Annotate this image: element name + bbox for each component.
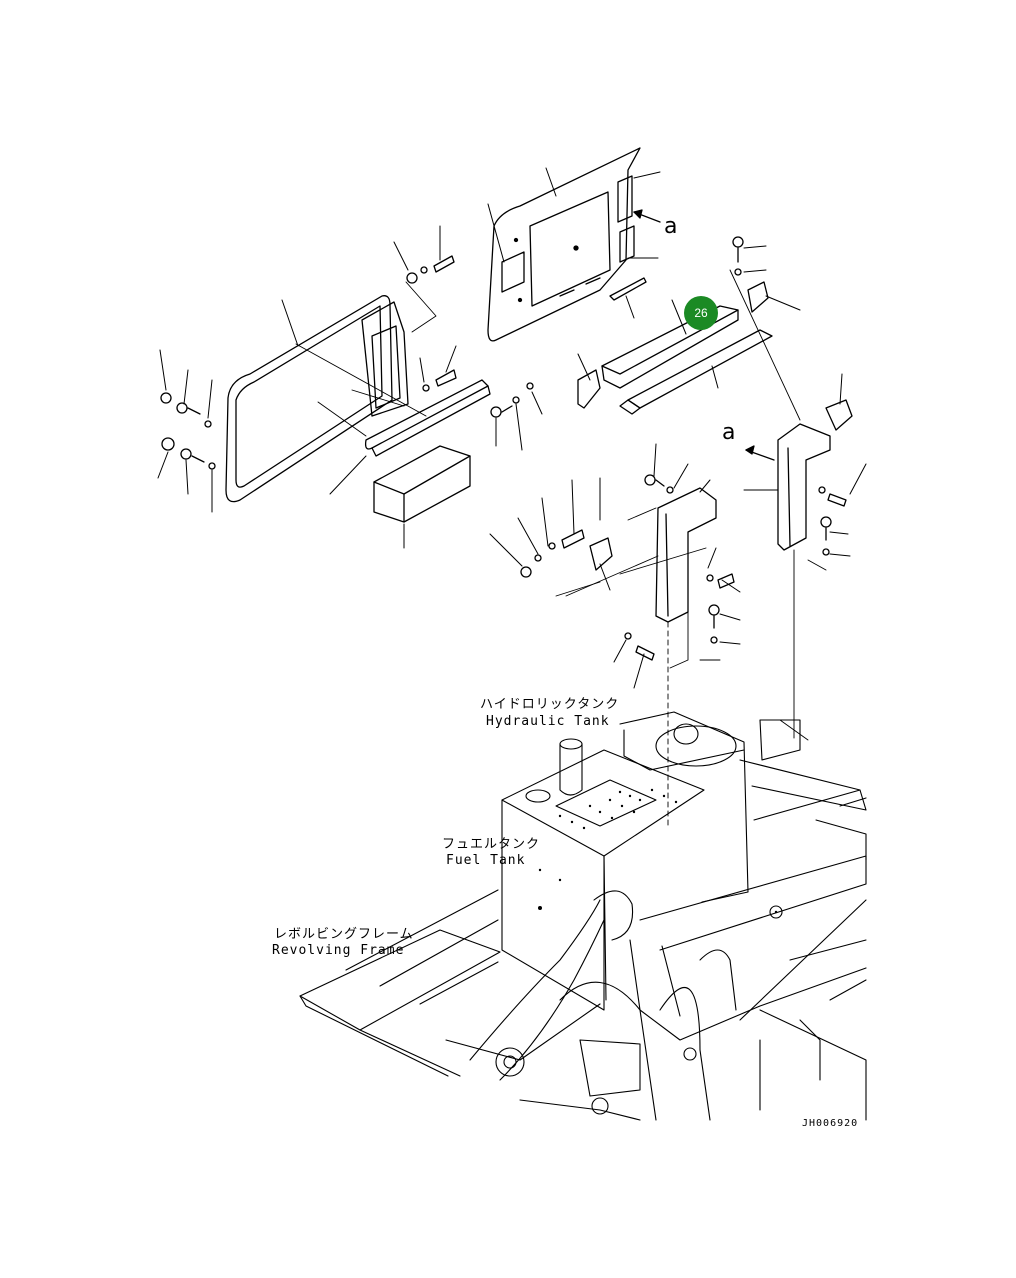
view-marker-a-right: a (722, 420, 736, 445)
assembly-lines (295, 269, 827, 829)
revolving-frame-label-en: Revolving Frame (272, 943, 405, 958)
view-arrows (633, 209, 775, 461)
bracket-left (577, 369, 601, 409)
view-marker-a-top: a (664, 214, 678, 239)
trim-strip (364, 379, 491, 457)
inner-cover (601, 305, 739, 389)
left-side-panel (225, 295, 409, 503)
fuel-tank-label-jp: フュエルタンク (442, 837, 541, 852)
seal-strip (609, 277, 647, 301)
stay-right (777, 423, 831, 551)
bracket-right-top (747, 281, 769, 313)
foam-block (373, 445, 471, 523)
hydraulic-tank-label-jp: ハイドロリックタンク (480, 697, 620, 712)
revolving-frame-label-jp: レボルビングフレーム (274, 927, 414, 942)
stay-left (655, 487, 717, 623)
bracket-center (589, 537, 613, 571)
bracket-right-mid (825, 399, 853, 431)
rear-panel (487, 147, 641, 342)
leader-lines (157, 167, 867, 689)
hydraulic-tank-label-en: Hydraulic Tank (486, 714, 610, 729)
drawing-code: JH006920 (802, 1118, 859, 1129)
fuel-tank-label-en: Fuel Tank (446, 853, 526, 868)
machine-body (299, 711, 867, 1121)
lower-rail (619, 329, 773, 415)
fasteners (160, 236, 847, 661)
rivet-dots (538, 788, 778, 914)
callout-26[interactable]: 26 (684, 296, 718, 330)
